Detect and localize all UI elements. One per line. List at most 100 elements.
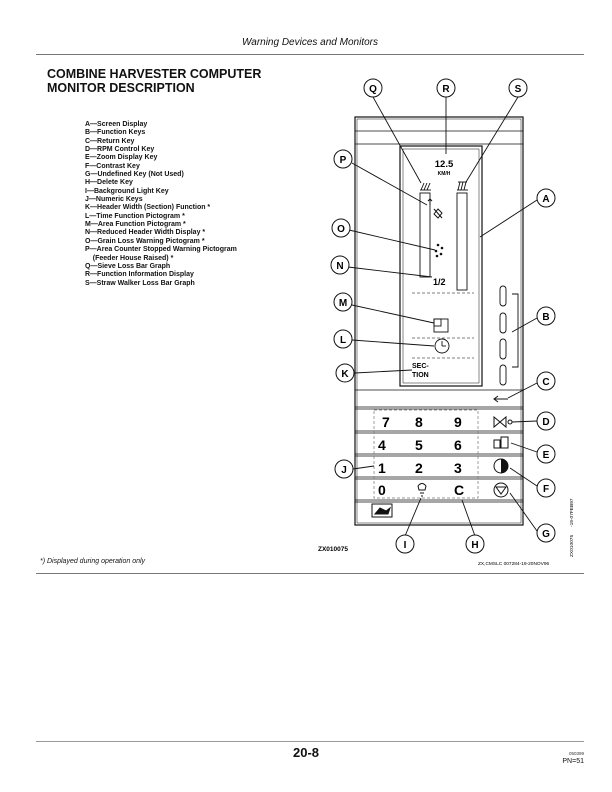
svg-text:J: J bbox=[341, 465, 347, 476]
svg-text:L: L bbox=[340, 335, 346, 346]
callout-D: D bbox=[536, 411, 556, 431]
legend-list: A—Screen Display B—Function Keys C—Retur… bbox=[85, 121, 315, 288]
callout-F: F bbox=[536, 478, 556, 498]
deere-logo-icon bbox=[371, 503, 393, 518]
section-title-line-2: MONITOR DESCRIPTION bbox=[47, 80, 195, 95]
keypad-dividers bbox=[355, 406, 523, 503]
leader-lines bbox=[347, 96, 538, 537]
svg-text:O: O bbox=[337, 224, 345, 235]
undefined-key-icon[interactable] bbox=[493, 482, 509, 498]
sieve-loss-bar-graph bbox=[419, 192, 431, 278]
return-key-icon[interactable] bbox=[493, 395, 508, 403]
legend-item: K—Header Width (Section) Function * bbox=[85, 204, 211, 212]
callout-N: N bbox=[330, 255, 350, 275]
straw-walker-scale-icon bbox=[457, 181, 468, 191]
callout-L: L bbox=[333, 329, 353, 349]
section-label-line-1: SEC- bbox=[412, 363, 429, 370]
reduced-header-width-display: 1/2 bbox=[433, 277, 446, 287]
key-2[interactable]: 2 bbox=[415, 460, 423, 476]
key-9[interactable]: 9 bbox=[454, 414, 462, 430]
zoom-display-key-icon[interactable] bbox=[493, 436, 509, 449]
callout-E: E bbox=[536, 444, 556, 464]
straw-walker-loss-bar-graph bbox=[456, 192, 468, 291]
legend-item: C—Return Key bbox=[85, 137, 135, 145]
section-label-line-2: TION bbox=[412, 372, 429, 379]
svg-text:K: K bbox=[341, 369, 349, 380]
page-number: 20-8 bbox=[292, 745, 320, 760]
figure-side-code-2: -19-07FEB97 bbox=[569, 498, 575, 527]
svg-text:M: M bbox=[339, 298, 347, 309]
legend-item: (Feeder House Raised) * bbox=[85, 254, 174, 262]
screen-display bbox=[399, 145, 483, 387]
footnote: *) Displayed during operation only bbox=[40, 558, 146, 565]
section-title: COMBINE HARVESTER COMPUTER MONITOR DESCR… bbox=[47, 67, 262, 95]
time-function-icon bbox=[434, 338, 450, 354]
svg-text:H: H bbox=[471, 540, 478, 551]
section-title-line-1: COMBINE HARVESTER COMPUTER bbox=[47, 67, 262, 81]
key-4[interactable]: 4 bbox=[378, 437, 386, 453]
content-frame bbox=[36, 54, 584, 574]
svg-text:S: S bbox=[515, 84, 522, 95]
monitor-housing-inner bbox=[356, 118, 522, 524]
legend-item: S—Straw Walker Loss Bar Graph bbox=[85, 279, 195, 287]
callout-J: J bbox=[334, 459, 354, 479]
legend-item: J—Numeric Keys bbox=[85, 196, 143, 204]
svg-text:G: G bbox=[542, 529, 550, 540]
figure-side-code-1: ZX010075 bbox=[569, 535, 575, 557]
svg-text:I: I bbox=[404, 540, 407, 551]
legend-item: B—Function Keys bbox=[85, 129, 146, 137]
key-3[interactable]: 3 bbox=[454, 460, 462, 476]
callout-A: A bbox=[536, 188, 556, 208]
legend-item: L—Time Function Pictogram * bbox=[85, 212, 185, 220]
speed-unit: KM/H bbox=[438, 171, 451, 177]
callout-G: G bbox=[536, 523, 556, 543]
key-8[interactable]: 8 bbox=[415, 414, 423, 430]
numeric-keys-outline bbox=[373, 409, 479, 499]
legend-item: Q—Sieve Loss Bar Graph bbox=[85, 262, 171, 270]
page-header-title: Warning Devices and Monitors bbox=[242, 37, 378, 48]
legend-item: G—Undefined Key (Not Used) bbox=[85, 171, 184, 179]
function-keys[interactable] bbox=[499, 285, 507, 386]
key-5[interactable]: 5 bbox=[415, 437, 423, 453]
svg-text:N: N bbox=[336, 261, 343, 272]
svg-text:C: C bbox=[542, 377, 549, 388]
speed-readout: 12.5 bbox=[435, 159, 454, 170]
callout-R: R bbox=[436, 78, 456, 98]
svg-text:A: A bbox=[542, 194, 549, 205]
callout-O: O bbox=[331, 218, 351, 238]
callout-I: I bbox=[395, 534, 415, 554]
callout-P: P bbox=[333, 149, 353, 169]
svg-text:F: F bbox=[543, 484, 549, 495]
key-1[interactable]: 1 bbox=[378, 460, 386, 476]
contrast-key-icon[interactable] bbox=[493, 458, 509, 474]
svg-text:R: R bbox=[442, 84, 450, 95]
delete-key[interactable]: C bbox=[454, 482, 464, 498]
callout-S: S bbox=[508, 78, 528, 98]
legend-item: H—Delete Key bbox=[85, 179, 133, 187]
legend-item: N—Reduced Header Width Display * bbox=[85, 229, 206, 237]
svg-text:D: D bbox=[542, 417, 549, 428]
rpm-control-key-icon[interactable] bbox=[493, 415, 513, 429]
svg-text:Q: Q bbox=[369, 84, 377, 95]
figure-credit: ZX,CMSLC 007284-19-20NOV96 bbox=[478, 561, 550, 567]
grain-loss-warning-icon bbox=[434, 243, 444, 258]
key-6[interactable]: 6 bbox=[454, 437, 462, 453]
callout-H: H bbox=[465, 534, 485, 554]
page-code: 050399 bbox=[568, 751, 584, 756]
legend-item: A—Screen Display bbox=[85, 121, 148, 128]
key-7[interactable]: 7 bbox=[382, 414, 390, 430]
svg-text:B: B bbox=[542, 312, 549, 323]
legend-item: R—Function Information Display bbox=[85, 271, 194, 279]
svg-text:P: P bbox=[340, 155, 347, 166]
key-0[interactable]: 0 bbox=[378, 482, 386, 498]
legend-item: D—RPM Control Key bbox=[85, 146, 155, 154]
background-light-key-icon[interactable] bbox=[417, 483, 427, 497]
page-header: Warning Devices and Monitors bbox=[36, 30, 584, 54]
legend-item: E—Zoom Display Key bbox=[85, 154, 158, 162]
area-counter-stopped-icon bbox=[427, 198, 443, 219]
footer-rule bbox=[36, 741, 584, 742]
legend-item: M—Area Function Pictogram * bbox=[85, 221, 186, 229]
legend-item: F—Contrast Key bbox=[85, 162, 140, 170]
legend-item: O—Grain Loss Warning Pictogram * bbox=[85, 237, 205, 245]
